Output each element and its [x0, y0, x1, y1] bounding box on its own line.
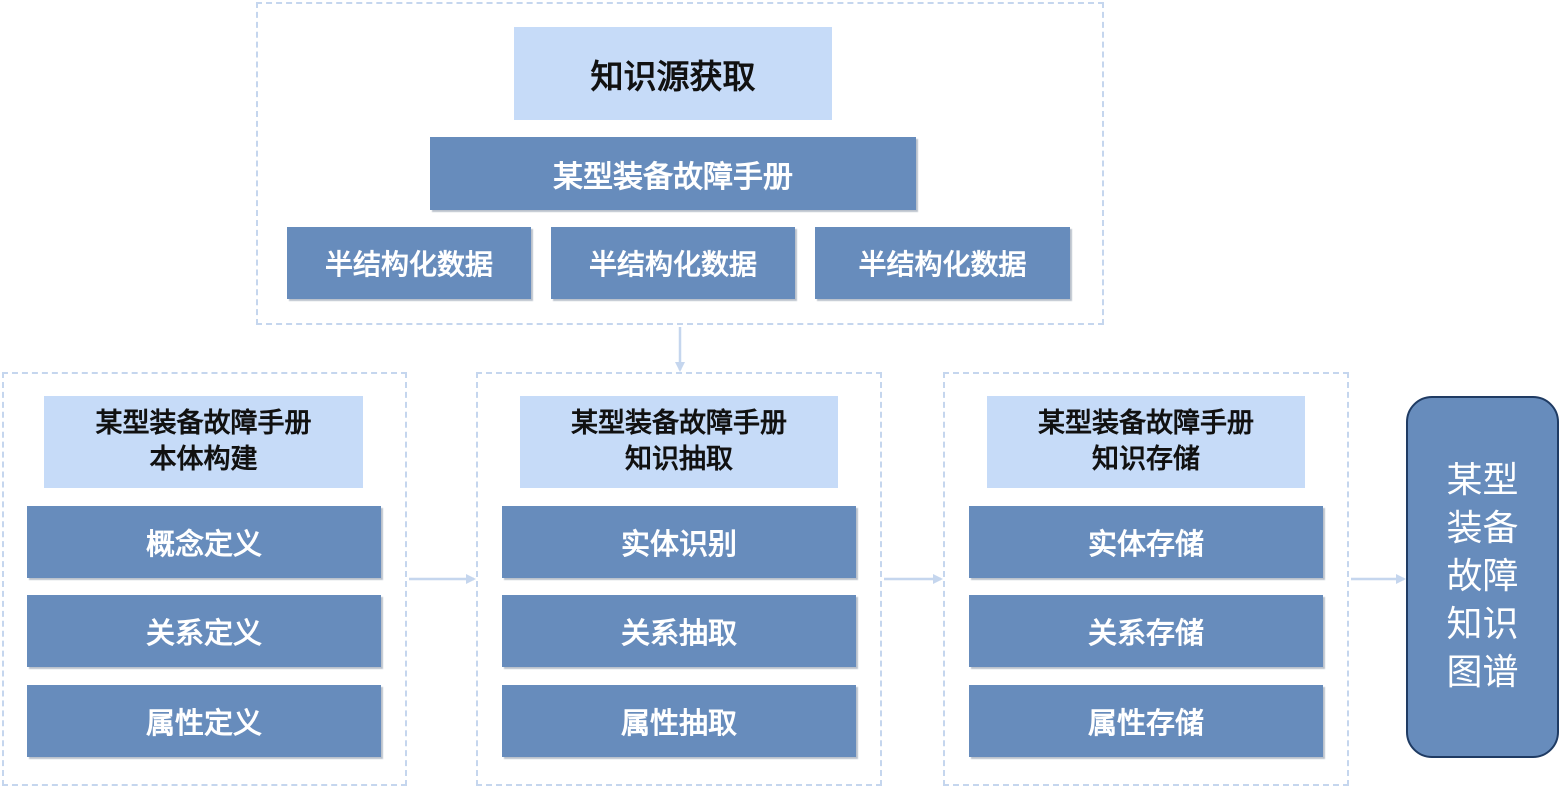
relation-definition-box: 关系定义 — [27, 595, 381, 667]
semi-structured-data-1: 半结构化数据 — [287, 227, 531, 299]
semi-structured-data-2: 半结构化数据 — [551, 227, 795, 299]
knowledge-graph-result: 某型装备故障知识图谱 — [1406, 396, 1559, 758]
fault-manual-box: 某型装备故障手册 — [430, 137, 916, 210]
storage-stage-group — [943, 372, 1349, 786]
knowledge-source-group — [256, 2, 1104, 325]
attribute-definition-box: 属性定义 — [27, 685, 381, 757]
knowledge-source-header: 知识源获取 — [514, 27, 832, 120]
concept-definition-box: 概念定义 — [27, 506, 381, 578]
knowledge-graph-label: 某型装备故障知识图谱 — [1446, 460, 1519, 693]
entity-storage-box: 实体存储 — [969, 506, 1323, 578]
semi-structured-data-3: 半结构化数据 — [815, 227, 1070, 299]
storage-stage-header: 某型装备故障手册 知识存储 — [987, 396, 1305, 488]
attribute-extraction-box: 属性抽取 — [502, 685, 856, 757]
entity-recognition-box: 实体识别 — [502, 506, 856, 578]
attribute-storage-box: 属性存储 — [969, 685, 1323, 757]
extraction-stage-group — [476, 372, 882, 786]
relation-extraction-box: 关系抽取 — [502, 595, 856, 667]
extraction-stage-header: 某型装备故障手册 知识抽取 — [520, 396, 838, 488]
relation-storage-box: 关系存储 — [969, 595, 1323, 667]
ontology-stage-header: 某型装备故障手册 本体构建 — [44, 396, 363, 488]
ontology-stage-group — [2, 372, 407, 786]
